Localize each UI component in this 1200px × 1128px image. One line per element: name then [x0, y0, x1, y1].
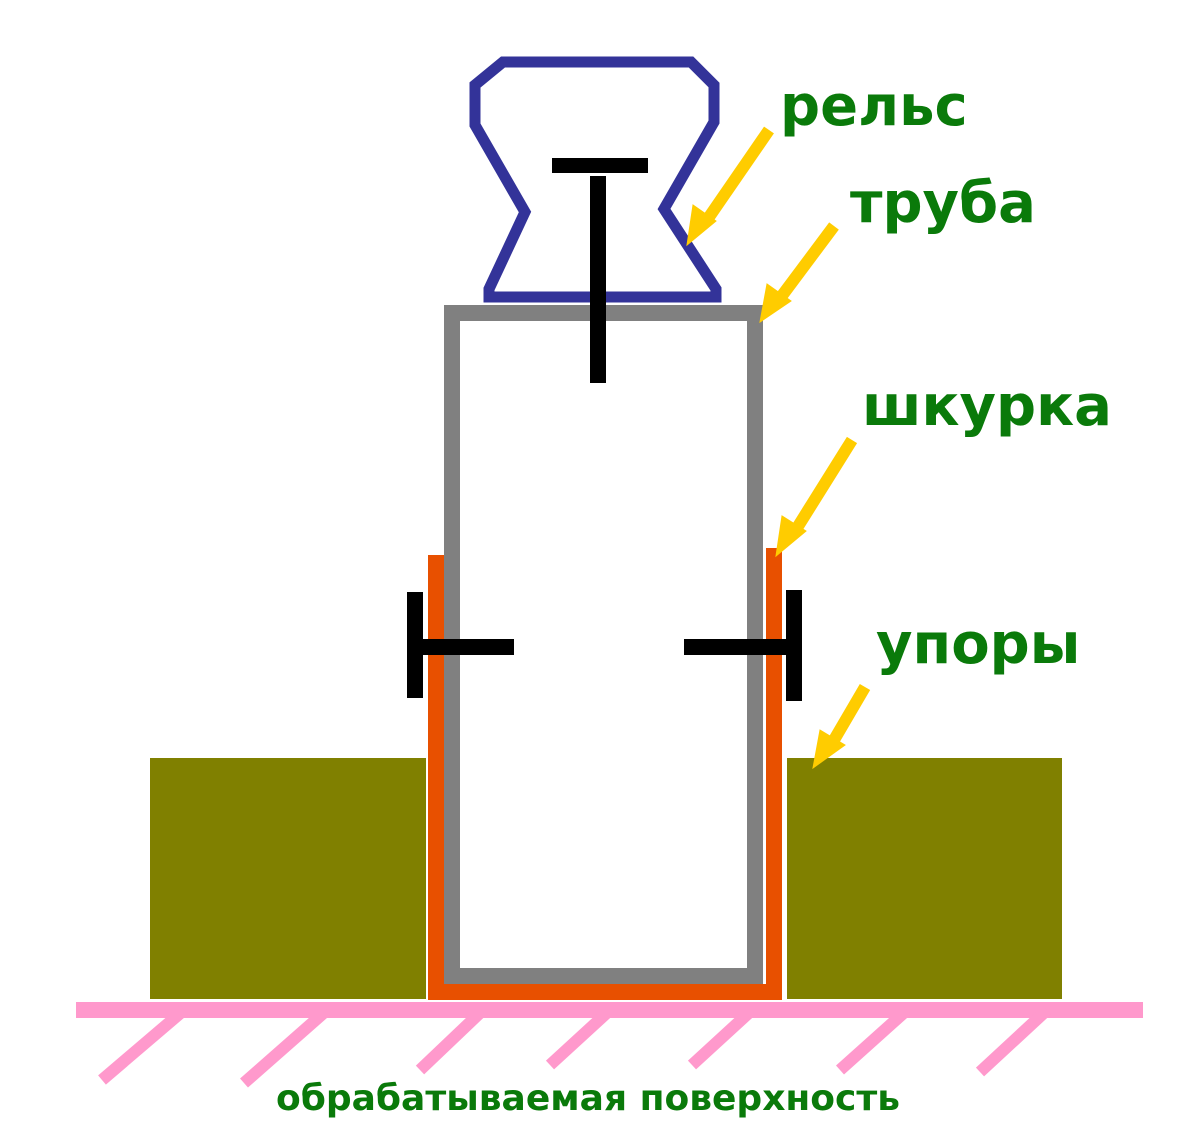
arrow-head: [775, 515, 807, 558]
arrow-rail: [686, 126, 774, 247]
hatch-line: [545, 1005, 615, 1070]
hatch-line: [98, 1005, 188, 1085]
label-sandpaper: шкурка: [862, 374, 1112, 439]
hatch-line: [240, 1005, 331, 1088]
arrow-pipe: [759, 222, 839, 324]
arrow-shaft: [702, 126, 774, 224]
hatch-line: [975, 1005, 1052, 1077]
clamp-top-bar: [552, 158, 648, 173]
clamp-left-bar: [407, 592, 423, 698]
clamp-right-stem: [684, 639, 786, 655]
arrow-head: [812, 729, 846, 770]
arrow-sandpaper: [775, 436, 858, 558]
clamp-right-bar: [786, 590, 802, 701]
hatch-line: [835, 1005, 912, 1075]
work-surface: [76, 1002, 1143, 1088]
label-pipe: труба: [850, 171, 1036, 236]
clamp-left-stem: [423, 639, 514, 655]
arrow-shaft: [776, 222, 839, 301]
clamp-top-stem: [590, 176, 606, 383]
stop-left: [150, 758, 426, 999]
label-surface: обрабатываемая поверхность: [276, 1078, 900, 1119]
label-rail: рельс: [780, 74, 968, 139]
arrow-head: [759, 283, 792, 324]
clamp-right: [684, 590, 802, 701]
arrow-head: [686, 204, 717, 247]
stop-right: [787, 758, 1062, 999]
hatch-line: [687, 1005, 757, 1070]
arrow-shaft: [791, 436, 858, 532]
surface-hatching: [98, 1005, 1052, 1088]
label-stops: упоры: [876, 612, 1080, 677]
arrow-shaft: [828, 683, 871, 744]
clamp-top: [552, 158, 648, 383]
clamp-left: [407, 592, 514, 698]
arrows: [686, 126, 871, 770]
arrow-stops: [812, 683, 871, 770]
hatch-line: [415, 1005, 488, 1075]
